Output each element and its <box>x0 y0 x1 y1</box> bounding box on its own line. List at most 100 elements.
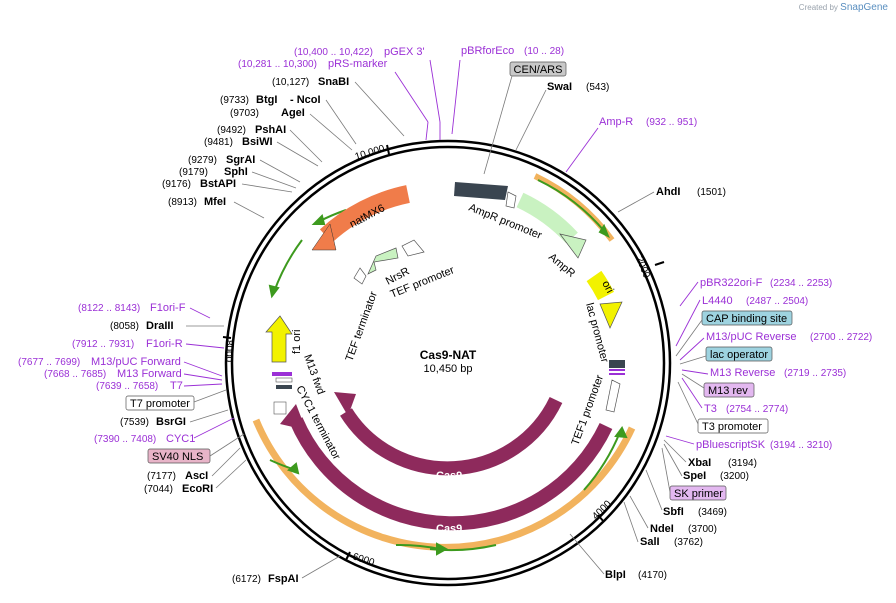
m13puc-rev-range: (2700 .. 2722) <box>810 332 872 343</box>
t7-promoter-text: T7 promoter <box>130 398 190 410</box>
left-primer-marks <box>272 372 293 415</box>
tick-8000: 8000 <box>223 340 234 363</box>
pbrforeco-range: (10 .. 28) <box>524 46 564 57</box>
cen-ars-box <box>509 61 567 77</box>
xbai-name: XbaI <box>688 457 711 469</box>
bsrgi-pos: (7539) <box>120 417 149 428</box>
bsrgi-name: BsrGI <box>156 416 186 428</box>
sk-primer-box <box>669 485 727 501</box>
natmx6-arc <box>319 185 410 243</box>
spei-name: SpeI <box>683 470 706 482</box>
agei-pos: (9703) <box>230 108 259 119</box>
ampr-arc <box>516 192 578 244</box>
swai-name: SwaI <box>547 81 572 93</box>
cyc1-range: (7390 .. 7408) <box>94 434 156 445</box>
tick-6000: 6000 <box>351 551 376 568</box>
snabi-pos: (10,127) <box>272 77 309 88</box>
cyc1-name: CYC1 <box>166 433 195 445</box>
t3-promoter-box <box>697 418 769 434</box>
plasmid-length: 10,450 bp <box>424 363 473 375</box>
mfei-pos: (8913) <box>168 197 197 208</box>
m13-reverse-name: M13 Reverse <box>710 367 775 379</box>
fspai-name: FspAI <box>268 573 299 585</box>
sbfi-pos: (3469) <box>698 507 727 518</box>
ori-label: ori <box>599 279 615 295</box>
tef-promoter-arrow <box>401 239 425 257</box>
pshai-name: PshAI <box>255 124 286 136</box>
ori-head <box>599 301 623 329</box>
btgi-pos: (9733) <box>220 95 249 106</box>
amp-r-primer-name: Amp-R <box>599 116 633 128</box>
m13-forward-range: (7668 .. 7685) <box>44 369 106 380</box>
natmx6-head <box>311 223 337 251</box>
ecori-name: EcoRI <box>182 483 213 495</box>
snabi-name: SnaBI <box>318 76 349 88</box>
m13-reverse-range: (2719 .. 2735) <box>784 368 846 379</box>
l4440-range: (2487 .. 2504) <box>746 296 808 307</box>
cen-ars-text: CEN/ARS <box>514 64 563 76</box>
asci-name: AscI <box>185 470 208 482</box>
tef-terminator-label: TEF terminator <box>344 290 380 363</box>
t3-range: (2754 .. 2774) <box>726 404 788 415</box>
amp-r-primer-range: (932 .. 951) <box>646 117 697 128</box>
snapgene-credit: Created by SnapGene <box>798 2 888 13</box>
plasmid-name: Cas9-NAT <box>420 348 477 362</box>
blpi-name: BlpI <box>605 569 626 581</box>
sphi-name: SphI <box>224 166 248 178</box>
lac-operator-mark <box>609 360 625 368</box>
ndei-name: NdeI <box>650 523 674 535</box>
f1ori-f-name: F1ori-F <box>150 302 186 314</box>
ori-arc <box>586 270 615 301</box>
tef1-promoter-arrow <box>605 379 621 413</box>
m13puc-fwd-range: (7677 .. 7699) <box>18 357 80 368</box>
lac-operator-text: lac operator <box>710 349 768 361</box>
ndei-pos: (3700) <box>688 524 717 535</box>
swai-pos: (543) <box>586 82 609 93</box>
cap-binding-text: CAP binding site <box>706 313 787 325</box>
pbr322-name: pBR322ori-F <box>700 277 763 289</box>
f1ori-r-name: F1ori-R <box>146 338 183 350</box>
backbone-inner <box>230 145 666 581</box>
sphi-pos: (9179) <box>179 167 208 178</box>
blpi-pos: (4170) <box>638 570 667 581</box>
ampr-promoter-dark <box>454 182 508 200</box>
cas9-outer-arc <box>289 417 613 531</box>
tick-10000: 10,000 <box>354 143 387 163</box>
agei-name: AgeI <box>281 107 305 119</box>
btgi-name: BtgI <box>256 94 277 106</box>
ampr-promoter-white <box>505 191 517 209</box>
pbrforeco-name: pBRforEco <box>461 45 514 57</box>
pbluescriptsk-range: (3194 .. 3210) <box>770 440 832 451</box>
f1ori-label: f1 ori <box>291 330 303 354</box>
prs-marker-name: pRS-marker <box>328 58 388 70</box>
ahdi-name: AhdI <box>656 186 680 198</box>
pbr322-range: (2234 .. 2253) <box>770 278 832 289</box>
asci-pos: (7177) <box>147 471 176 482</box>
draiii-name: DraIII <box>146 320 174 332</box>
cas9-inner-head <box>334 392 356 416</box>
mfei-name: MfeI <box>204 196 226 208</box>
ampr-label: AmpR <box>546 251 577 280</box>
t7-range: (7639 .. 7658) <box>96 381 158 392</box>
f1ori-arrow <box>265 315 293 363</box>
snapgene-brand: SnapGene <box>840 2 888 13</box>
sv40-nls-text: SV40 NLS <box>152 451 203 463</box>
m13rev-text: M13 rev <box>708 385 748 397</box>
fspai-pos: (6172) <box>232 574 261 585</box>
t3-promoter-text: T3 promoter <box>702 421 762 433</box>
ahdi-pos: (1501) <box>697 187 726 198</box>
t3-name: T3 <box>704 403 717 415</box>
cas9-outer-head <box>280 404 306 430</box>
sbfi-name: SbfI <box>663 506 684 518</box>
ampr-head <box>559 233 587 259</box>
m13puc-rev-name: M13/pUC Reverse <box>706 331 796 343</box>
sgrai-pos: (9279) <box>188 155 217 166</box>
t7-promoter-box <box>125 395 195 411</box>
cas9-inner-label: Cas9 <box>436 470 462 482</box>
pgex3-range: (10,400 .. 10,422) <box>294 47 373 58</box>
cas9-outer-label: Cas9 <box>436 523 462 535</box>
t7-name: T7 <box>170 380 183 392</box>
m13puc-fwd-name: M13/pUC Forward <box>91 356 181 368</box>
sali-name: SalI <box>640 536 660 548</box>
